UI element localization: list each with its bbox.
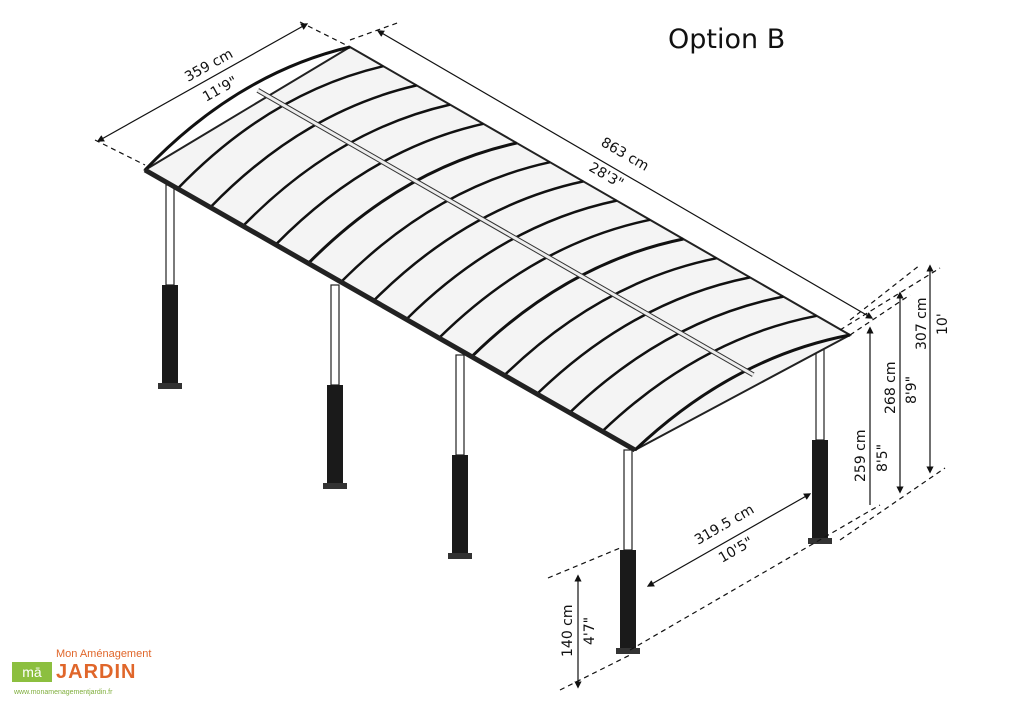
post-upper xyxy=(623,449,633,551)
roof-arch xyxy=(601,314,817,433)
post-upper xyxy=(455,354,465,456)
post-base xyxy=(162,285,178,385)
post-foot xyxy=(448,553,472,559)
post-base xyxy=(327,385,343,485)
dimension-lines xyxy=(94,21,946,691)
base-height-metric-label: 140 cm xyxy=(560,604,576,657)
eave-height-imperial-label: 8'5" xyxy=(875,444,891,472)
post-foot xyxy=(616,648,640,654)
roof-arch xyxy=(633,333,851,452)
brand-logo: mā Mon Aménagement JARDIN www.monamenage… xyxy=(10,648,152,702)
eave-height-metric-label: 259 cm xyxy=(853,429,869,482)
post-base xyxy=(620,550,636,650)
post-foot xyxy=(323,483,347,489)
width-imperial-label: 11'9" xyxy=(200,74,240,106)
logo-mark: mā xyxy=(12,662,52,682)
post-upper xyxy=(165,184,175,286)
post-base xyxy=(452,455,468,555)
post-upper xyxy=(330,284,340,386)
carport-posts xyxy=(158,184,832,654)
post-foot xyxy=(808,538,832,544)
post-base xyxy=(812,440,828,540)
base-height-imperial-label: 4'7" xyxy=(582,617,598,645)
mid-height-imperial-label: 8'9" xyxy=(904,376,920,404)
logo-url: www.monamenagementjardin.fr xyxy=(14,689,113,696)
peak-height-imperial-label: 10' xyxy=(935,313,951,335)
mid-height-metric-label: 268 cm xyxy=(883,361,899,414)
peak-height-metric-label: 307 cm xyxy=(914,297,930,350)
logo-tagline: Mon Aménagement xyxy=(56,648,152,660)
option-title: Option B xyxy=(668,24,786,55)
post-foot xyxy=(158,383,182,389)
carport-roof xyxy=(143,45,853,453)
spacing-imperial-label: 10'5" xyxy=(716,534,756,566)
logo-brand: JARDIN xyxy=(56,661,137,683)
post-upper xyxy=(815,339,825,441)
